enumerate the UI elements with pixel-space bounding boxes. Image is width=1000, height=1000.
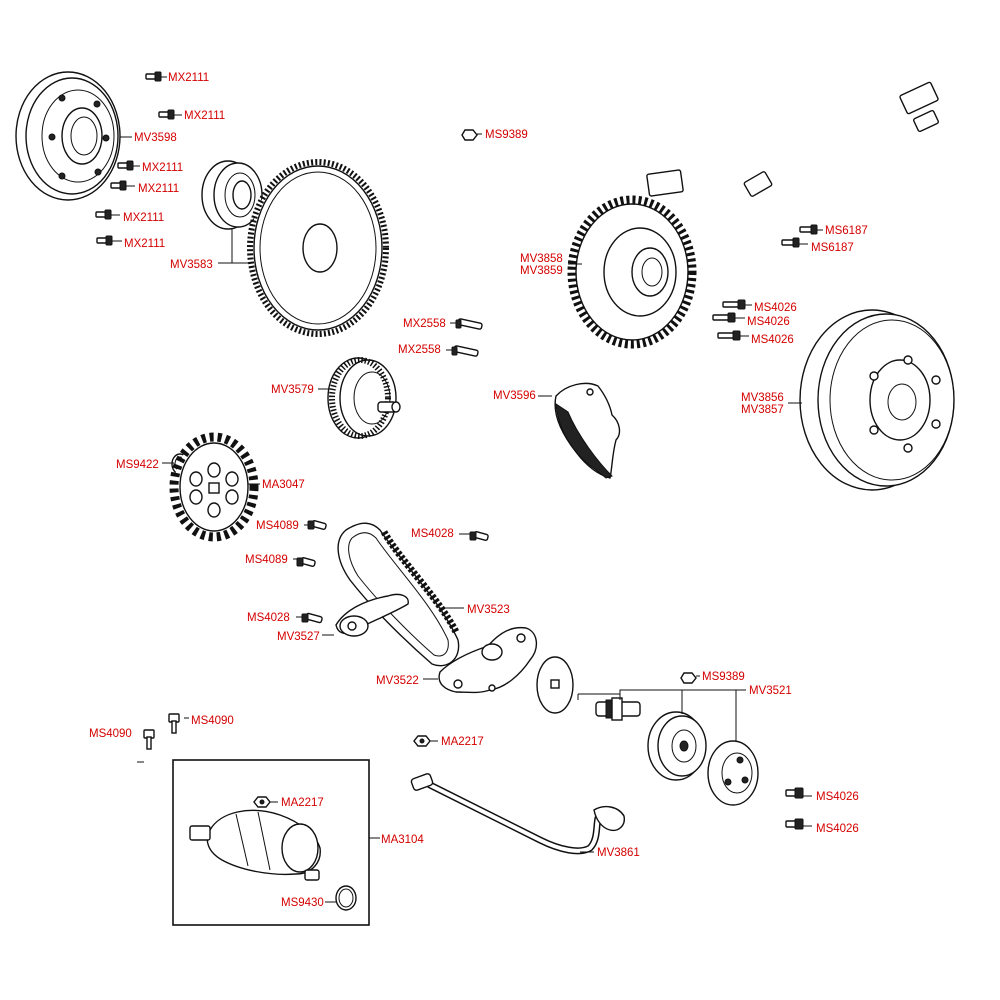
bolt-ms4089-b (296, 557, 316, 567)
pin-mx2558-a (455, 318, 483, 330)
starter-motor-part (189, 809, 321, 881)
leader-mv3521 (577, 689, 746, 742)
bolt-mx2111-b (158, 109, 175, 120)
label-mv3857: MV3857 (741, 404, 784, 416)
bolt-ms4026-c (717, 330, 741, 341)
sprocket-ma3047 (169, 432, 259, 542)
label-mx2111-e: MX2111 (123, 212, 164, 224)
bolt-ms6187-a (799, 224, 818, 235)
stator-part (567, 195, 697, 349)
label-ms4089-b: MS4089 (245, 554, 288, 566)
label-mx2558-a: MX2558 (403, 318, 446, 330)
nut-ma2217-mid (413, 735, 431, 747)
label-mv3523: MV3523 (467, 604, 510, 616)
label-mv3861: MV3861 (597, 847, 640, 859)
label-mv3859: MV3859 (520, 265, 563, 277)
wire-harness (646, 81, 939, 214)
label-mv3583: MV3583 (170, 259, 213, 271)
leader-mv3583 (231, 229, 248, 264)
starter-gear-part (247, 159, 389, 337)
label-ms4090-a: MS4090 (89, 728, 132, 740)
label-ms9430: MS9430 (281, 897, 324, 909)
bolt-ms4090-b (168, 713, 180, 734)
bolt-ms4026-d (785, 787, 804, 799)
label-mv3858: MV3858 (520, 253, 563, 265)
bolt-mx2111-f (96, 235, 113, 246)
bolt-ms4028-left (301, 612, 323, 624)
bracket-mv3522 (438, 626, 537, 694)
rotor-part (799, 309, 955, 491)
bolt-ms4028-top (469, 531, 489, 541)
label-leaders (111, 76, 823, 827)
label-ma3104: MA3104 (381, 834, 424, 846)
label-ms6187-a: MS6187 (825, 225, 868, 237)
label-mv3856: MV3856 (741, 392, 784, 404)
starter-cable-mv3861 (410, 773, 625, 855)
label-mx2111-a: MX2111 (168, 72, 209, 84)
label-mv3522: MV3522 (376, 675, 419, 687)
clutch-plate (707, 740, 759, 806)
label-mv3596: MV3596 (493, 390, 536, 402)
nut-ma2217-box (253, 796, 271, 808)
label-mx2558-b: MX2558 (398, 344, 441, 356)
label-ms4026-c: MS4026 (751, 334, 794, 346)
label-ms6187-b: MS6187 (811, 242, 854, 254)
label-ms9422: MS9422 (116, 459, 159, 471)
bolt-ms6187-b (781, 237, 800, 248)
pin-mx2558-b (451, 345, 479, 357)
label-ma3047: MA3047 (262, 479, 305, 491)
pulley-disc (647, 711, 707, 781)
label-ms4026-e: MS4026 (816, 823, 859, 835)
label-mx2111-d: MX2111 (138, 183, 179, 195)
washer-plate (536, 656, 574, 714)
label-ms4090-b: MS4090 (191, 715, 234, 727)
bolt-mx2111-e (95, 209, 112, 220)
bolt-ms4089-a (307, 520, 327, 530)
label-ms4028-left: MS4028 (247, 612, 290, 624)
label-ms4026-b: MS4026 (747, 316, 790, 328)
bolt-ms4026-e (785, 818, 804, 830)
label-mv3527: MV3527 (277, 631, 320, 643)
flywheel-part (15, 71, 121, 201)
label-mx2111-f: MX2111 (124, 238, 165, 250)
label-mv3521: MV3521 (749, 685, 792, 697)
label-mx2111-b: MX2111 (184, 110, 225, 122)
label-ms4089-a: MS4089 (256, 520, 299, 532)
starter-clutch-part (327, 357, 401, 439)
chain-guide-part (554, 382, 621, 479)
label-mv3598: MV3598 (134, 132, 177, 144)
drive-shaft (595, 697, 641, 721)
label-ms9389-mid: MS9389 (702, 671, 745, 683)
label-ms4026-a: MS4026 (754, 302, 797, 314)
oring-ms9430 (335, 885, 357, 911)
nut-ms9389-mid (680, 672, 697, 684)
label-ms4028-top: MS4028 (411, 528, 454, 540)
label-mx2111-c: MX2111 (142, 162, 183, 174)
label-ms4026-d: MS4026 (816, 791, 859, 803)
bolt-mx2111-c (117, 160, 134, 171)
label-ms9389-top: MS9389 (485, 129, 528, 141)
bearing-part (201, 160, 263, 230)
bolt-ms4090-a (143, 729, 155, 750)
bolt-mx2111-d (110, 180, 127, 191)
label-mv3579: MV3579 (271, 384, 314, 396)
label-ma2217-box: MA2217 (281, 797, 324, 809)
bolt-ms4026-b (712, 312, 736, 323)
bolt-ms4026-a (722, 299, 746, 310)
bolt-mx2111-a (145, 71, 162, 82)
tensioner-mv3527 (335, 593, 409, 637)
label-ma2217-mid: MA2217 (441, 736, 484, 748)
nut-ms9389-top (461, 129, 478, 141)
starter-motor-box (172, 759, 370, 926)
